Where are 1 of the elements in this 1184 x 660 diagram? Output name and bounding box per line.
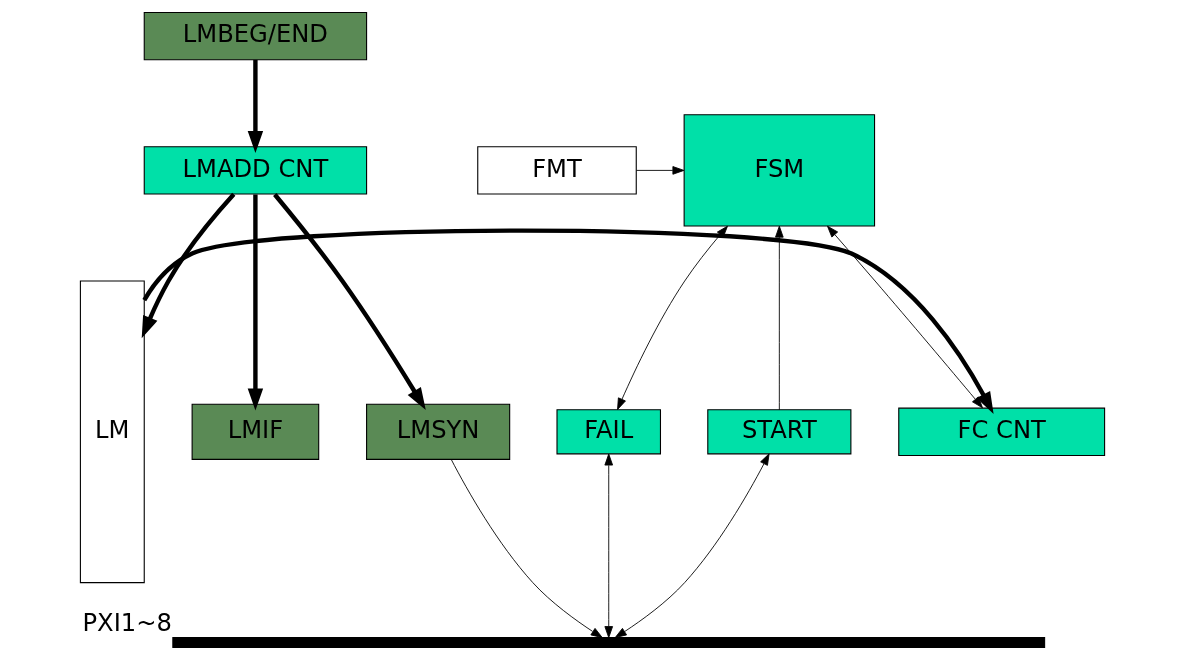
node-label: PXI1~8 (81, 608, 172, 637)
